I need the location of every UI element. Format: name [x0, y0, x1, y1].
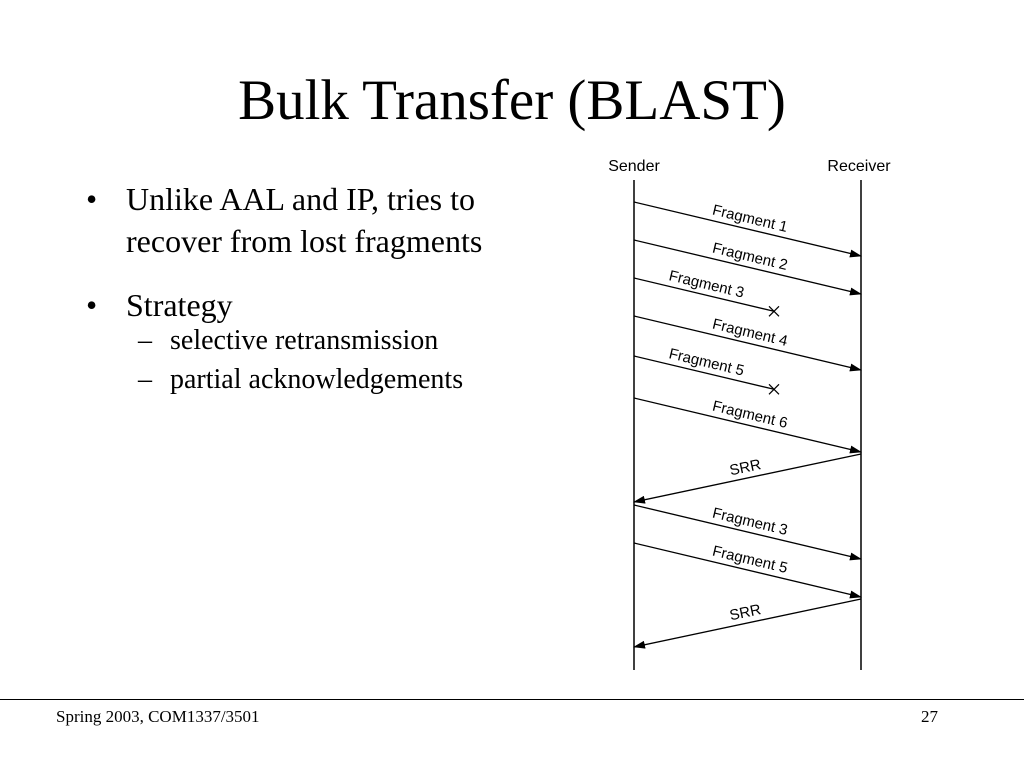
message-arrow	[633, 598, 862, 649]
message-label: Fragment 6	[711, 398, 790, 432]
message-arrow	[633, 315, 862, 372]
dash-icon: –	[138, 364, 152, 395]
bullet-item: • Unlike AAL and IP, tries to recover fr…	[82, 178, 522, 262]
lost-message-arrow	[633, 277, 775, 312]
message-arrow	[633, 397, 862, 454]
dash-icon: –	[138, 325, 152, 356]
message-arrow	[633, 542, 862, 599]
bullet-text: Strategy	[126, 287, 233, 323]
message-arrow	[633, 201, 862, 258]
slide-title: Bulk Transfer (BLAST)	[238, 69, 786, 132]
footer-divider	[0, 699, 1024, 700]
page-number: 27	[921, 707, 938, 726]
sub-bullet-item: – selective retransmission	[126, 324, 522, 357]
loss-x-icon	[768, 383, 780, 395]
bullet-dot-icon: •	[86, 181, 98, 217]
bullet-item: • Strategy – selective retransmission – …	[82, 284, 522, 396]
message-label: Fragment 4	[711, 316, 790, 350]
footer-course: Spring 2003, COM1337/3501	[56, 707, 260, 726]
lost-message-arrow	[633, 355, 775, 390]
receiver-label: Receiver	[827, 158, 891, 175]
message-label: Fragment 3	[667, 267, 746, 301]
message-arrow	[633, 453, 862, 504]
message-label: SRR	[728, 456, 763, 479]
bullet-dot-icon: •	[86, 287, 98, 323]
bullet-text: Unlike AAL and IP, tries to recover from…	[126, 181, 483, 259]
bullet-list: • Unlike AAL and IP, tries to recover fr…	[82, 178, 522, 396]
message-label: Fragment 5	[711, 543, 790, 577]
message-label: SRR	[728, 601, 763, 624]
sub-bullet-text: selective retransmission	[170, 325, 439, 356]
sender-label: Sender	[608, 158, 660, 175]
message-label: Fragment 5	[667, 345, 746, 379]
message-label: Fragment 2	[711, 240, 790, 274]
loss-x-icon	[768, 305, 780, 317]
sub-bullet-list: – selective retransmission – partial ack…	[126, 324, 522, 396]
message-arrow	[633, 504, 862, 561]
sub-bullet-text: partial acknowledgements	[170, 364, 464, 395]
message-label: Fragment 3	[711, 505, 790, 539]
message-arrow	[633, 239, 862, 296]
message-label: Fragment 1	[711, 202, 790, 236]
sub-bullet-item: – partial acknowledgements	[126, 363, 522, 396]
